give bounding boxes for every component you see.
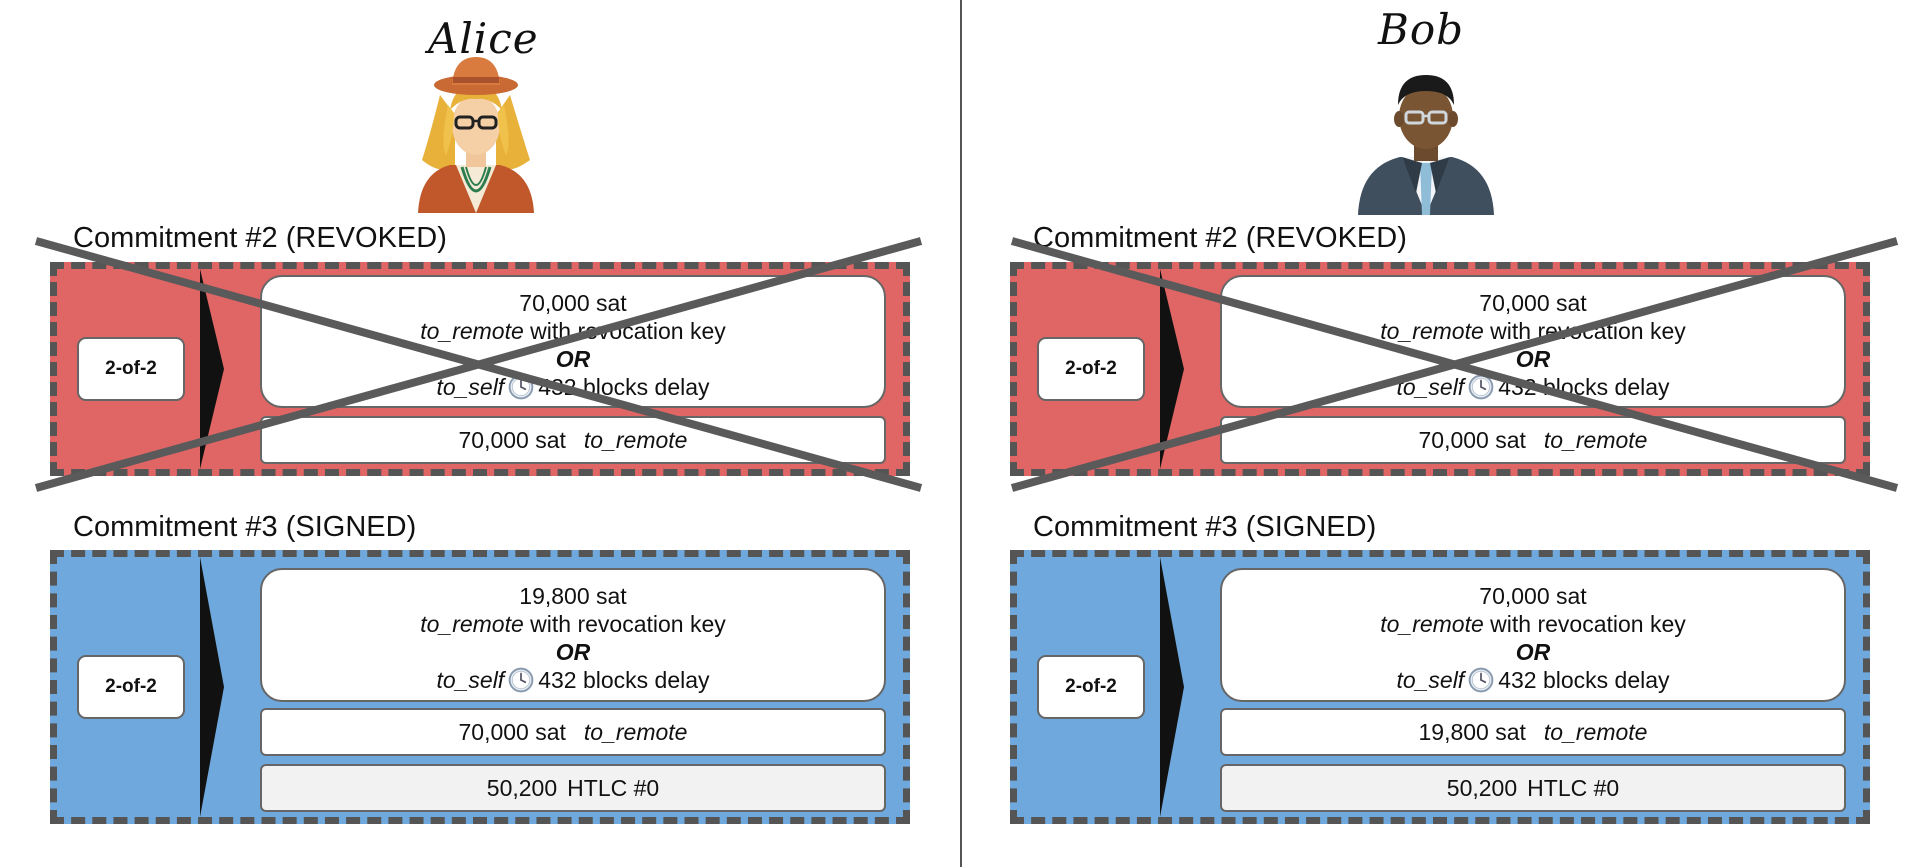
alice-revoked-out2-label: to_remote xyxy=(583,427,688,453)
bob-avatar-icon xyxy=(1358,75,1494,215)
bob-signed-htlc-label: HTLC #0 xyxy=(1527,775,1620,801)
bob-revoked-main-output: 70,000 sat to_remote with revocation key… xyxy=(1220,275,1846,408)
bob-signed-main-amount: 70,000 sat xyxy=(1479,583,1587,609)
bob-revoked-remote-output: 70,000 sat to_remote xyxy=(1220,416,1846,464)
bob-signed-funding-box: 2-of-2 xyxy=(1037,655,1145,719)
clock-icon xyxy=(508,667,534,693)
bob-signed-main-delay: 432 blocks delay xyxy=(1498,667,1670,693)
alice-revoked-remote-output: 70,000 sat to_remote xyxy=(260,416,886,464)
alice-revoked-main-self-line: to_self 432 blocks delay xyxy=(262,373,884,401)
bob-signed-main-remote-line: to_remote with revocation key xyxy=(1222,610,1844,638)
alice-revoked-main-or: OR xyxy=(555,346,591,372)
alice-revoked-main-remote: to_remote xyxy=(420,318,524,344)
alice-signed-main-remote: to_remote xyxy=(420,611,524,637)
clock-icon xyxy=(1468,374,1494,400)
bob-signed-arrow-icon xyxy=(1160,557,1184,817)
alice-revoked-commitment: 2-of-2 70,000 sat to_remote with revocat… xyxy=(50,262,910,476)
alice-revoked-main-remote-suffix: with revocation key xyxy=(530,318,726,344)
alice-signed-htlc-amount: 50,200 xyxy=(486,775,558,801)
bob-signed-main-remote: to_remote xyxy=(1380,611,1484,637)
bob-signed-main-or: OR xyxy=(1515,639,1551,665)
alice-revoked-out2-amount: 70,000 sat xyxy=(458,427,566,453)
bob-signed-title: Commitment #3 (SIGNED) xyxy=(1033,511,1377,543)
alice-signed-out2-amount: 70,000 sat xyxy=(458,719,566,745)
alice-signed-main-amount: 19,800 sat xyxy=(519,583,627,609)
alice-signed-main-remote-suffix: with revocation key xyxy=(530,611,726,637)
alice-signed-main-self-line: to_self 432 blocks delay xyxy=(262,666,884,694)
alice-revoked-main-output: 70,000 sat to_remote with revocation key… xyxy=(260,275,886,408)
bob-revoked-main-or: OR xyxy=(1515,346,1551,372)
alice-signed-remote-output: 70,000 sat to_remote xyxy=(260,708,886,756)
alice-signed-funding-box: 2-of-2 xyxy=(77,655,185,719)
alice-revoked-funding-box: 2-of-2 xyxy=(77,337,185,401)
bob-revoked-main-self-line: to_self 432 blocks delay xyxy=(1222,373,1844,401)
bob-side: Bob Commitment #2 (REVOKED) 2-of-2 70,00… xyxy=(960,0,1920,867)
alice-signed-htlc-output: 50,200 HTLC #0 xyxy=(260,764,886,812)
bob-signed-htlc-amount: 50,200 xyxy=(1446,775,1518,801)
bob-signed-remote-output: 19,800 sat to_remote xyxy=(1220,708,1846,756)
bob-revoked-main-amount: 70,000 sat xyxy=(1479,290,1587,316)
bob-signed-commitment: 2-of-2 70,000 sat to_remote with revocat… xyxy=(1010,550,1870,824)
bob-revoked-out2-label: to_remote xyxy=(1543,427,1648,453)
alice-signed-htlc-label: HTLC #0 xyxy=(567,775,660,801)
alice-name: Alice xyxy=(428,14,539,63)
alice-signed-main-delay: 432 blocks delay xyxy=(538,667,710,693)
bob-revoked-main-self: to_self xyxy=(1396,374,1465,400)
bob-signed-main-self: to_self xyxy=(1396,667,1465,693)
alice-signed-main-self: to_self xyxy=(436,667,505,693)
bob-revoked-main-remote: to_remote xyxy=(1380,318,1484,344)
bob-revoked-main-remote-suffix: with revocation key xyxy=(1490,318,1686,344)
bob-revoked-arrow-icon xyxy=(1160,269,1184,469)
alice-signed-commitment: 2-of-2 19,800 sat to_remote with revocat… xyxy=(50,550,910,824)
alice-signed-main-output: 19,800 sat to_remote with revocation key… xyxy=(260,568,886,702)
alice-signed-out2-label: to_remote xyxy=(583,719,688,745)
bob-signed-main-remote-suffix: with revocation key xyxy=(1490,611,1686,637)
bob-name: Bob xyxy=(1378,5,1465,54)
bob-signed-htlc-output: 50,200 HTLC #0 xyxy=(1220,764,1846,812)
alice-revoked-main-amount: 70,000 sat xyxy=(519,290,627,316)
bob-revoked-out2-amount: 70,000 sat xyxy=(1418,427,1526,453)
alice-side: Alice Commitment #2 (REVOKED) 2-of-2 xyxy=(34,14,923,824)
bob-revoked-main-remote-line: to_remote with revocation key xyxy=(1222,317,1844,345)
bob-signed-out2-label: to_remote xyxy=(1543,719,1648,745)
alice-avatar-icon xyxy=(418,57,534,213)
alice-signed-title: Commitment #3 (SIGNED) xyxy=(73,511,417,543)
bob-revoked-commitment: 2-of-2 70,000 sat to_remote with revocat… xyxy=(1010,262,1870,476)
clock-icon xyxy=(508,374,534,400)
clock-icon xyxy=(1468,667,1494,693)
bob-revoked-title: Commitment #2 (REVOKED) xyxy=(1033,222,1407,254)
alice-revoked-main-delay: 432 blocks delay xyxy=(538,374,710,400)
alice-revoked-arrow-icon xyxy=(200,269,224,469)
alice-revoked-main-remote-line: to_remote with revocation key xyxy=(262,317,884,345)
bob-signed-main-output: 70,000 sat to_remote with revocation key… xyxy=(1220,568,1846,702)
bob-signed-out2-amount: 19,800 sat xyxy=(1418,719,1526,745)
bob-revoked-main-delay: 432 blocks delay xyxy=(1498,374,1670,400)
alice-revoked-main-self: to_self xyxy=(436,374,505,400)
alice-signed-main-or: OR xyxy=(555,639,591,665)
alice-signed-arrow-icon xyxy=(200,557,224,817)
bob-signed-main-self-line: to_self 432 blocks delay xyxy=(1222,666,1844,694)
alice-signed-main-remote-line: to_remote with revocation key xyxy=(262,610,884,638)
party-divider xyxy=(960,0,962,867)
alice-revoked-title: Commitment #2 (REVOKED) xyxy=(73,222,447,254)
bob-revoked-funding-box: 2-of-2 xyxy=(1037,337,1145,401)
